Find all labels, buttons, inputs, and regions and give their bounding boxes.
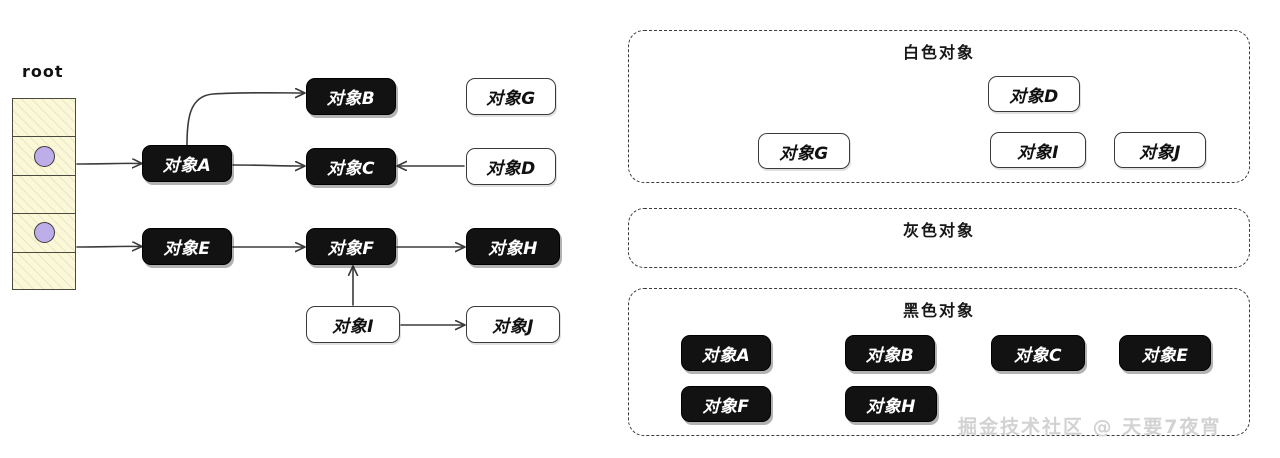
legend-item-label: 对象A [701,345,751,366]
graph-node-J[interactable]: 对象J [466,306,560,343]
legend-item-white[interactable]: 对象G [758,133,850,169]
root-cell-5 [13,253,75,291]
graph-node-label: 对象G [486,89,536,109]
edge-root-to-A [76,163,141,164]
legend-item-black[interactable]: 对象F [681,386,771,422]
legend-item-black[interactable]: 对象B [845,335,935,371]
legend-item-black[interactable]: 对象H [845,386,937,422]
graph-node-label: 对象E [163,239,211,259]
legend-item-label: 对象D [1009,86,1059,107]
root-cell-2 [13,137,75,176]
edge-A-to-B [186,93,304,146]
legend-panel-gray: 灰色对象 [628,208,1250,268]
legend-item-black[interactable]: 对象E [1119,335,1211,371]
legend-item-label: 对象B [865,345,915,366]
legend-item-label: 对象I [1017,142,1059,163]
graph-node-label: 对象J [492,317,534,337]
graph-node-label: 对象B [326,89,376,109]
graph-node-H[interactable]: 对象H [466,228,560,265]
graph-node-label: 对象H [488,239,538,259]
legend-item-label: 对象G [779,143,829,164]
graph-node-E[interactable]: 对象E [142,228,232,265]
graph-node-label: 对象A [162,156,212,176]
legend-item-label: 对象F [702,396,750,417]
edge-A-to-C [232,165,304,166]
graph-node-G[interactable]: 对象G [466,78,556,115]
legend-item-black[interactable]: 对象C [991,335,1085,371]
graph-node-label: 对象C [327,159,375,179]
pointer-dot-icon [33,222,55,244]
graph-node-C[interactable]: 对象C [306,148,396,185]
watermark: 掘金技术社区 @ 天要7夜宵 [958,416,1222,438]
legend-panel-title-black: 黑色对象 [902,301,975,320]
graph-node-F[interactable]: 对象F [306,228,396,265]
legend-item-white[interactable]: 对象I [990,132,1086,168]
legend-item-white[interactable]: 对象D [988,76,1080,112]
graph-node-A[interactable]: 对象A [142,145,232,182]
graph-node-label: 对象D [486,159,536,179]
graph-node-D[interactable]: 对象D [466,148,556,185]
root-label: root [22,62,64,81]
graph-node-B[interactable]: 对象B [306,78,396,115]
root-cell-1 [13,99,75,138]
root-cell-3 [13,176,75,215]
edge-root-to-E [76,246,141,247]
legend-item-label: 对象E [1141,345,1189,366]
legend-item-label: 对象J [1139,142,1181,163]
graph-node-label: 对象F [327,239,375,259]
root-cell-4 [13,214,75,253]
graph-node-I[interactable]: 对象I [306,306,400,343]
legend-item-white[interactable]: 对象J [1114,132,1206,168]
legend-panel-title-gray: 灰色对象 [902,221,975,240]
legend-item-black[interactable]: 对象A [681,335,771,371]
graph-node-label: 对象I [332,317,374,337]
legend-item-label: 对象C [1014,345,1062,366]
legend-item-label: 对象H [866,396,916,417]
pointer-dot-icon [33,145,55,167]
legend-panel-title-white: 白色对象 [902,43,975,62]
root-reference-table [12,98,76,290]
